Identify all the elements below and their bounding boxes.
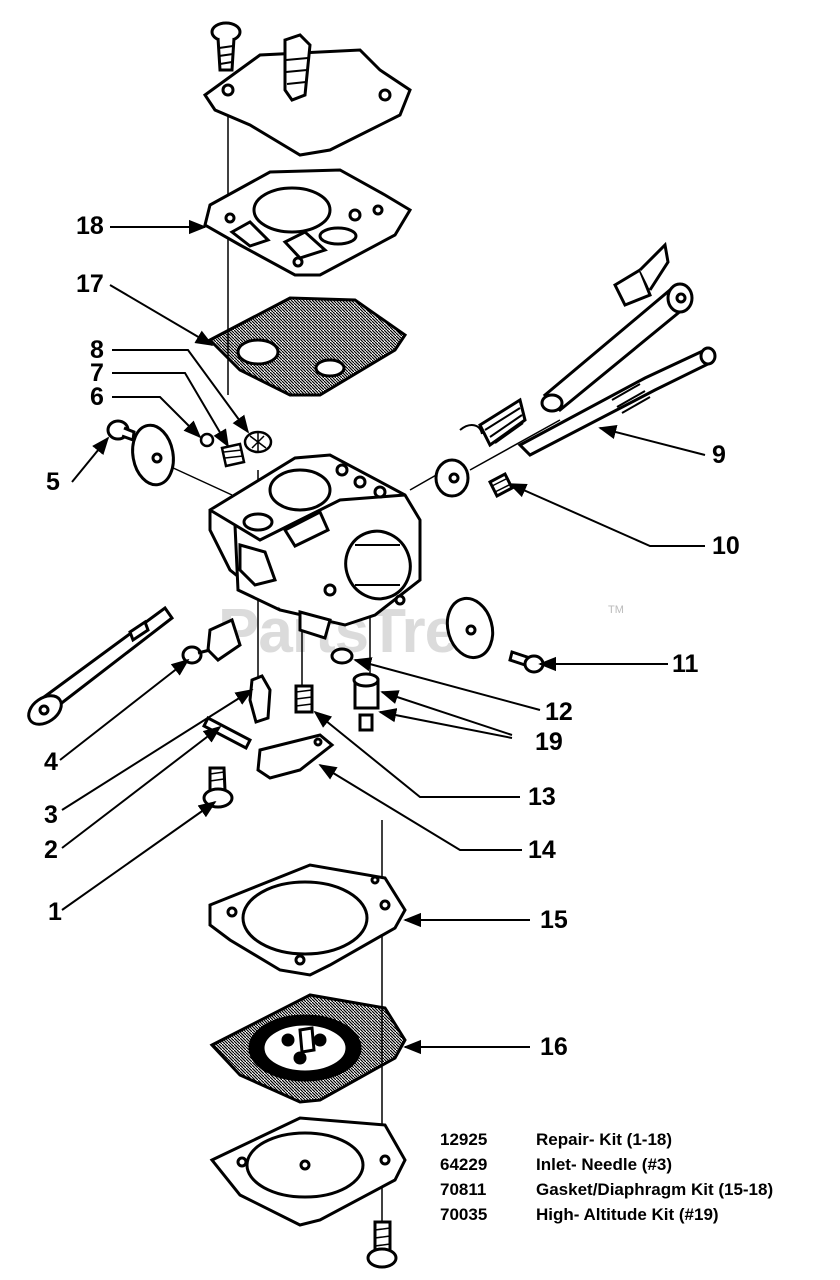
disc-and-screw-11 (445, 596, 545, 674)
small-parts-6-7-8 (199, 430, 273, 468)
callout-10: 10 (712, 532, 740, 560)
callout-11: 11 (672, 650, 699, 678)
callout-19: 19 (535, 728, 563, 756)
top-cover-plate (202, 33, 412, 157)
callout-16: 16 (540, 1033, 568, 1061)
callout-1: 1 (48, 898, 62, 926)
diaphragm-part-16 (209, 993, 407, 1104)
watermark-trademark: TM (608, 604, 624, 616)
choke-shaft (434, 241, 694, 498)
kit-description: Inlet- Needle (#3) (536, 1155, 673, 1174)
bottom-cover-plate (209, 1116, 407, 1227)
carburetor-body (208, 453, 422, 640)
callout-leaders (59, 219, 706, 1055)
callout-13: 13 (528, 783, 556, 811)
throttle-shaft (27, 605, 242, 726)
gasket-part-15 (208, 863, 407, 977)
callout-5: 5 (46, 468, 60, 496)
kit-number: 70035 (440, 1205, 488, 1224)
adjusting-needle (488, 346, 717, 499)
kit-number: 70811 (440, 1180, 487, 1199)
callout-8: 8 (90, 336, 104, 364)
disc-and-screw-5 (106, 419, 175, 487)
callout-14: 14 (528, 836, 556, 864)
callout-7: 7 (90, 359, 104, 387)
screw-part-1 (202, 766, 234, 809)
gasket-part-18 (203, 168, 413, 277)
kit-description: Gasket/Diaphragm Kit (15-18) (536, 1180, 774, 1199)
lower-small-parts (202, 647, 380, 780)
bottom-screw (366, 1220, 398, 1269)
callout-18: 18 (76, 212, 104, 240)
callout-4: 4 (44, 748, 58, 776)
top-screw (210, 21, 242, 72)
kit-description: High- Altitude Kit (#19) (536, 1205, 719, 1224)
callout-6: 6 (90, 383, 104, 411)
diaphragm-part-17 (207, 296, 408, 397)
callout-15: 15 (540, 906, 568, 934)
callout-12: 12 (545, 698, 573, 726)
kit-number: 12925 (440, 1130, 488, 1149)
callout-9: 9 (712, 441, 726, 469)
kit-description: Repair- Kit (1-18) (536, 1130, 673, 1149)
kit-number: 64229 (440, 1155, 488, 1174)
callout-17: 17 (76, 270, 104, 298)
callout-2: 2 (44, 836, 58, 864)
callout-3: 3 (44, 801, 58, 829)
